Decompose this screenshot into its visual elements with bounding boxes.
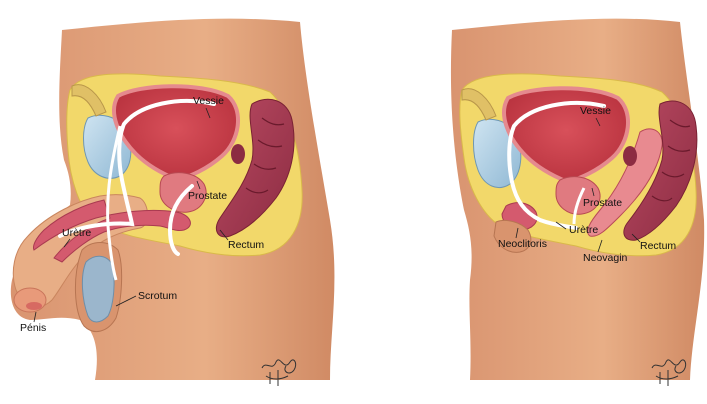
right-label-urethra: Urètre — [569, 224, 598, 236]
right-label-prostate: Prostate — [583, 197, 622, 209]
left-label-penis: Pénis — [20, 322, 46, 334]
left-label-rectum: Rectum — [228, 239, 264, 251]
right-figure: Vessie Prostate Urètre Neoclitoris Neova… — [451, 19, 704, 386]
right-sigmoid-loop — [623, 146, 637, 166]
right-label-rectum: Rectum — [640, 240, 676, 252]
right-label-bladder: Vessie — [580, 105, 611, 117]
left-label-scrotum: Scrotum — [138, 290, 177, 302]
left-label-urethra: Urètre — [62, 227, 91, 239]
left-label-prostate: Prostate — [188, 190, 227, 202]
left-testis — [82, 256, 114, 322]
left-label-bladder: Vessie — [193, 95, 224, 107]
right-label-neovagina: Neovagin — [583, 252, 628, 264]
left-figure: Vessie Prostate Urètre Rectum Scrotum Pé… — [11, 19, 335, 386]
right-label-neoclitoris: Neoclitoris — [498, 238, 547, 250]
left-meatus — [26, 302, 42, 310]
left-sigmoid-loop — [231, 144, 245, 164]
